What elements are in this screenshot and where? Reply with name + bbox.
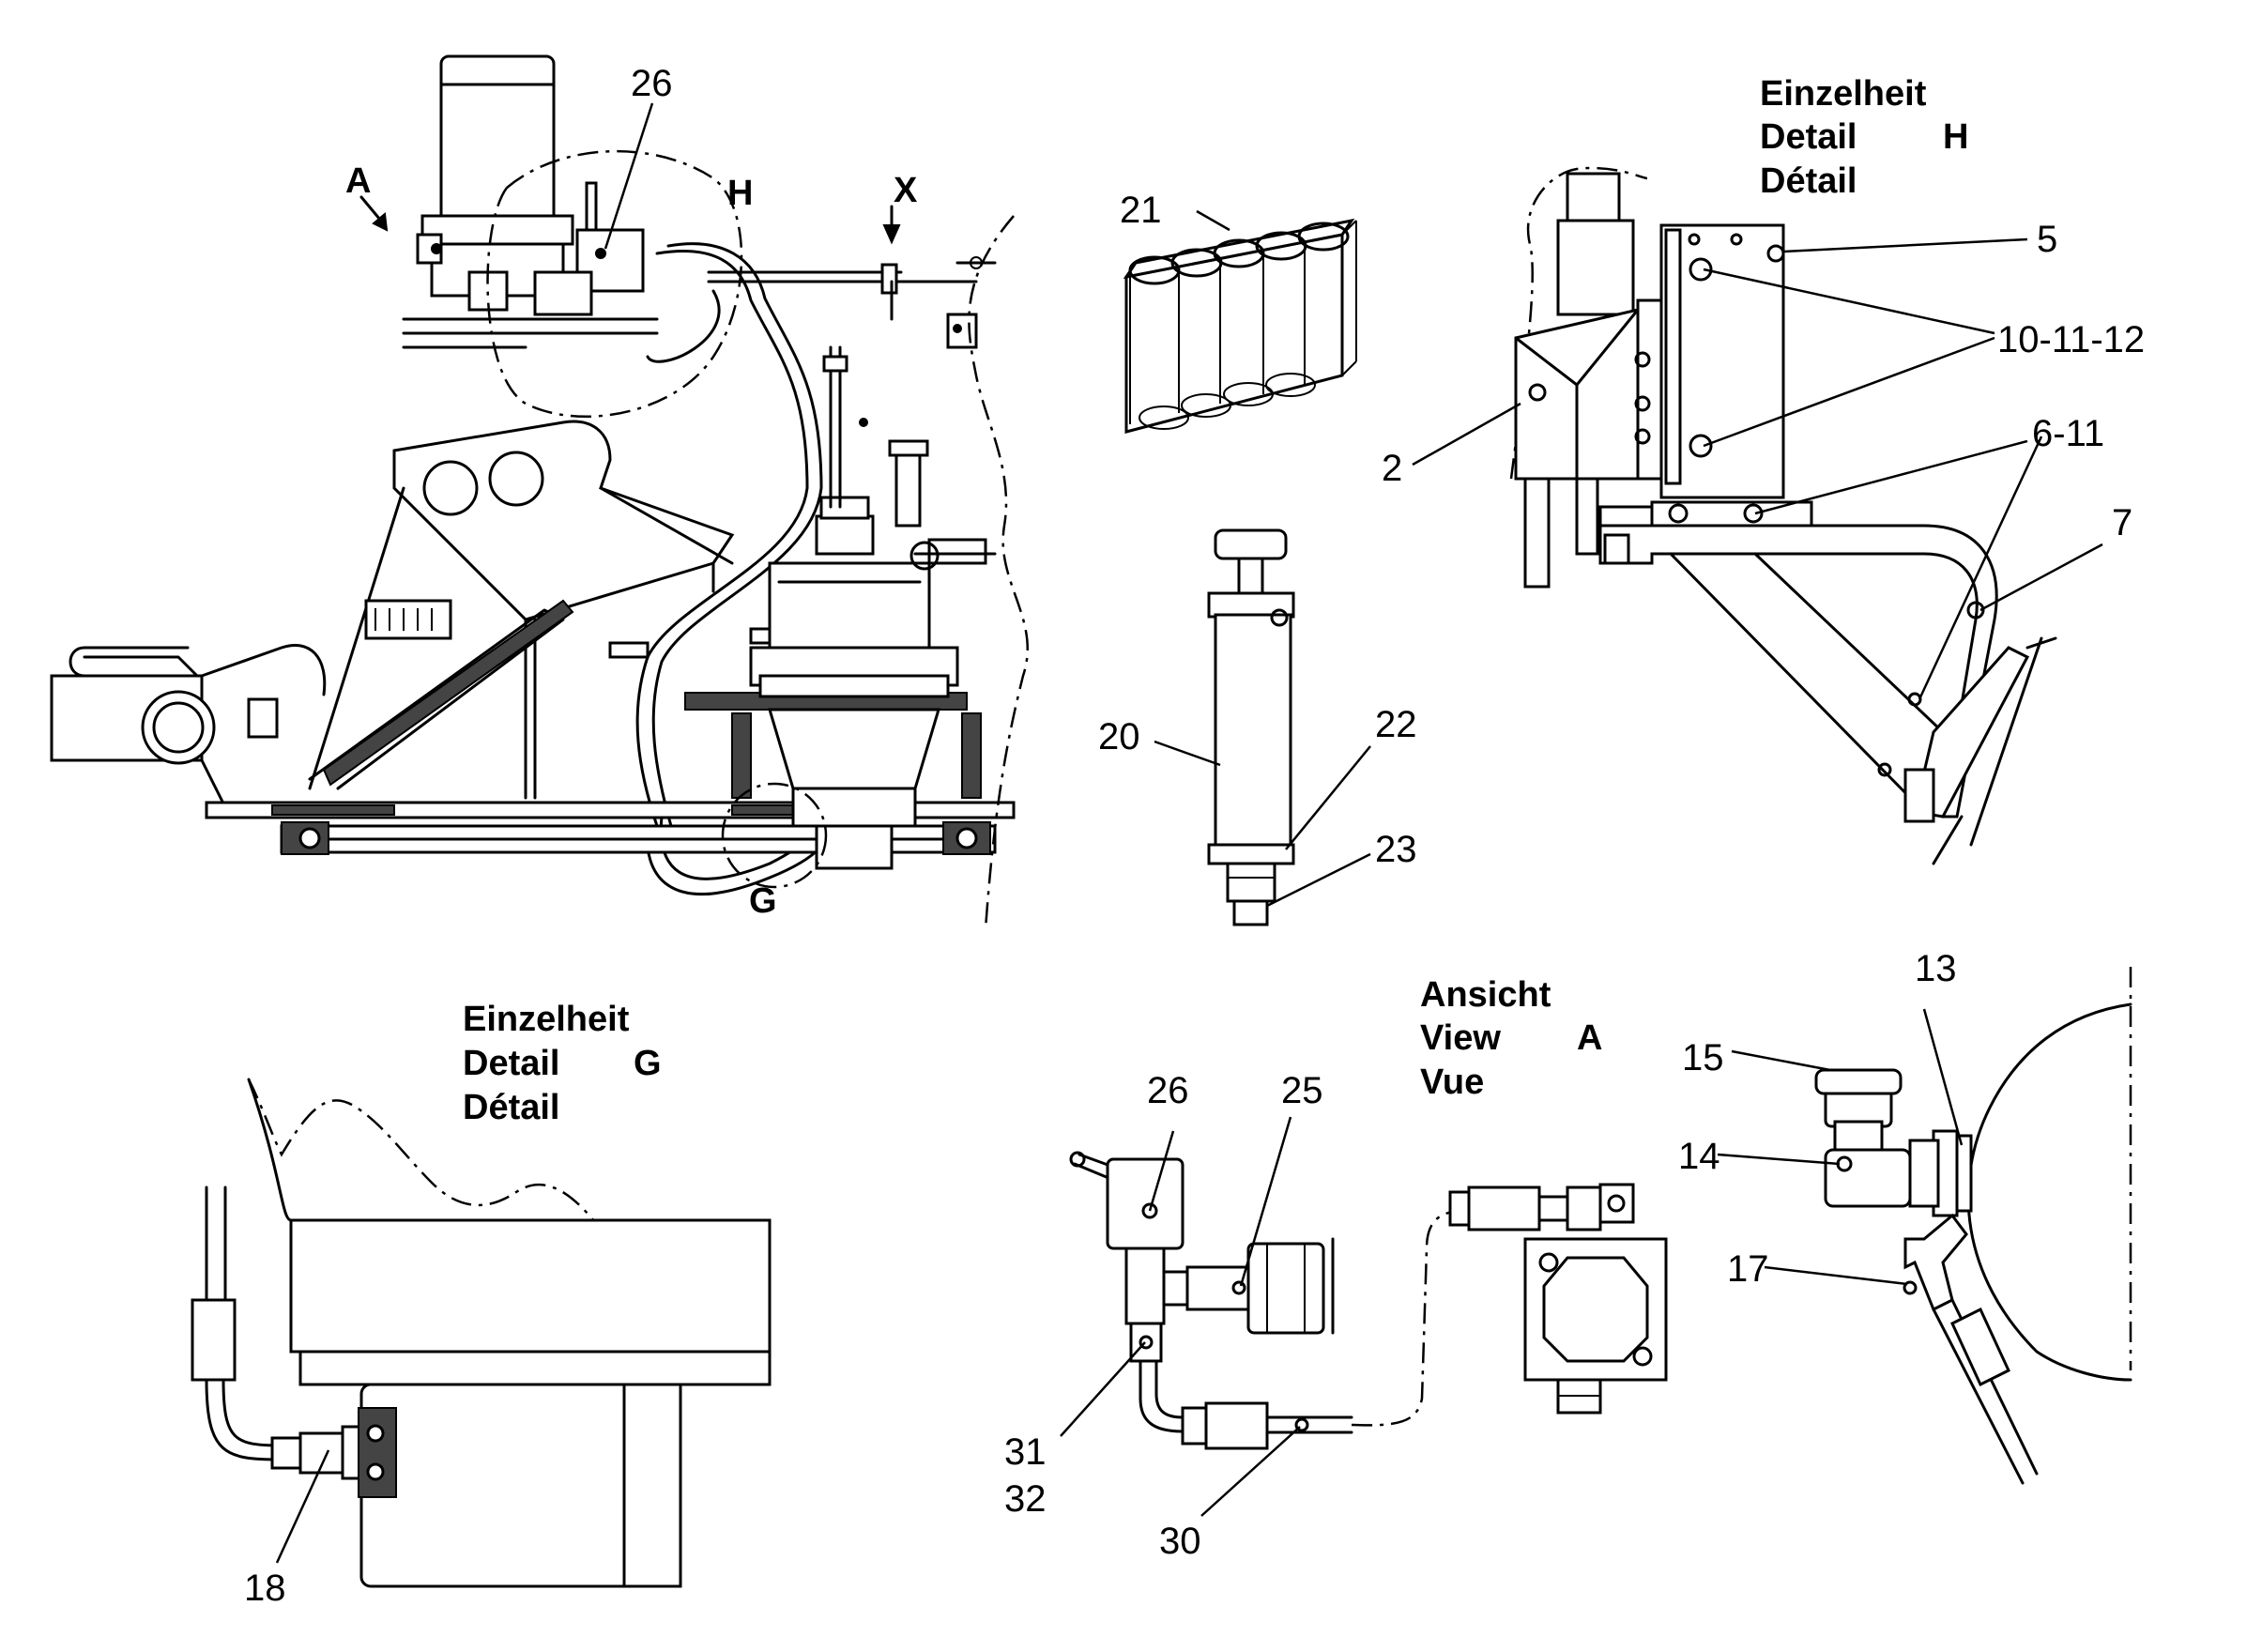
detail-h-heading-de: Einzelheit [1760, 74, 1927, 114]
detail-g-heading-fr: Détail [463, 1088, 559, 1127]
callout-17: 17 [1727, 1248, 1769, 1290]
callout-labels: 26 A H X G 21 20 22 23 2 5 10-11-12 6-11… [244, 63, 2145, 1609]
callout-21: 21 [1120, 190, 1162, 231]
callout-15: 15 [1682, 1037, 1724, 1078]
callout-26-main: 26 [631, 63, 673, 104]
leader-lines [275, 102, 2103, 1564]
callout-view-arrow-a: A [345, 161, 371, 201]
callout-7: 7 [2112, 502, 2132, 543]
callout-detail-g-marker: G [749, 881, 777, 921]
view-a-drawing [1069, 1151, 1668, 1450]
grease-cartridge-pack [1123, 218, 1357, 434]
callout-20: 20 [1098, 716, 1140, 757]
detail-h-drawing [1509, 166, 2057, 865]
detail-h-heading-en: Detail [1760, 117, 1857, 157]
callout-26-view: 26 [1147, 1070, 1189, 1111]
callout-2: 2 [1382, 448, 1402, 489]
callout-5: 5 [2037, 219, 2057, 260]
main-assembly [50, 54, 1029, 930]
callout-view-arrow-x: X [894, 171, 918, 210]
view-a-heading-fr: Vue [1420, 1063, 1484, 1102]
callout-10-11-12: 10-11-12 [1997, 319, 2145, 360]
fitting-detail-drawing [1814, 967, 2132, 1485]
detail-g-heading-de: Einzelheit [463, 1000, 630, 1039]
callout-23: 23 [1375, 829, 1417, 870]
detail-g-heading-letter: G [634, 1044, 662, 1083]
detail-g-heading-en: Detail [463, 1044, 559, 1083]
callout-31: 31 [1004, 1431, 1047, 1473]
callout-13: 13 [1915, 948, 1957, 989]
callout-6-11: 6-11 [2032, 413, 2104, 454]
callout-22: 22 [1375, 704, 1417, 745]
callout-detail-h-marker: H [727, 174, 753, 213]
grease-gun [1207, 528, 1295, 926]
view-a-heading-letter: A [1577, 1018, 1602, 1058]
callout-30: 30 [1159, 1521, 1201, 1562]
view-a-heading-en: View [1420, 1018, 1501, 1058]
callout-32: 32 [1004, 1478, 1047, 1520]
detail-h-heading-letter: H [1943, 117, 1968, 157]
detail-h-heading-fr: Détail [1760, 161, 1857, 201]
callout-14: 14 [1678, 1136, 1720, 1177]
callout-25: 25 [1281, 1070, 1323, 1111]
callout-18: 18 [244, 1568, 286, 1609]
view-a-heading-de: Ansicht [1420, 975, 1551, 1015]
detail-g-drawing [191, 1078, 772, 1588]
